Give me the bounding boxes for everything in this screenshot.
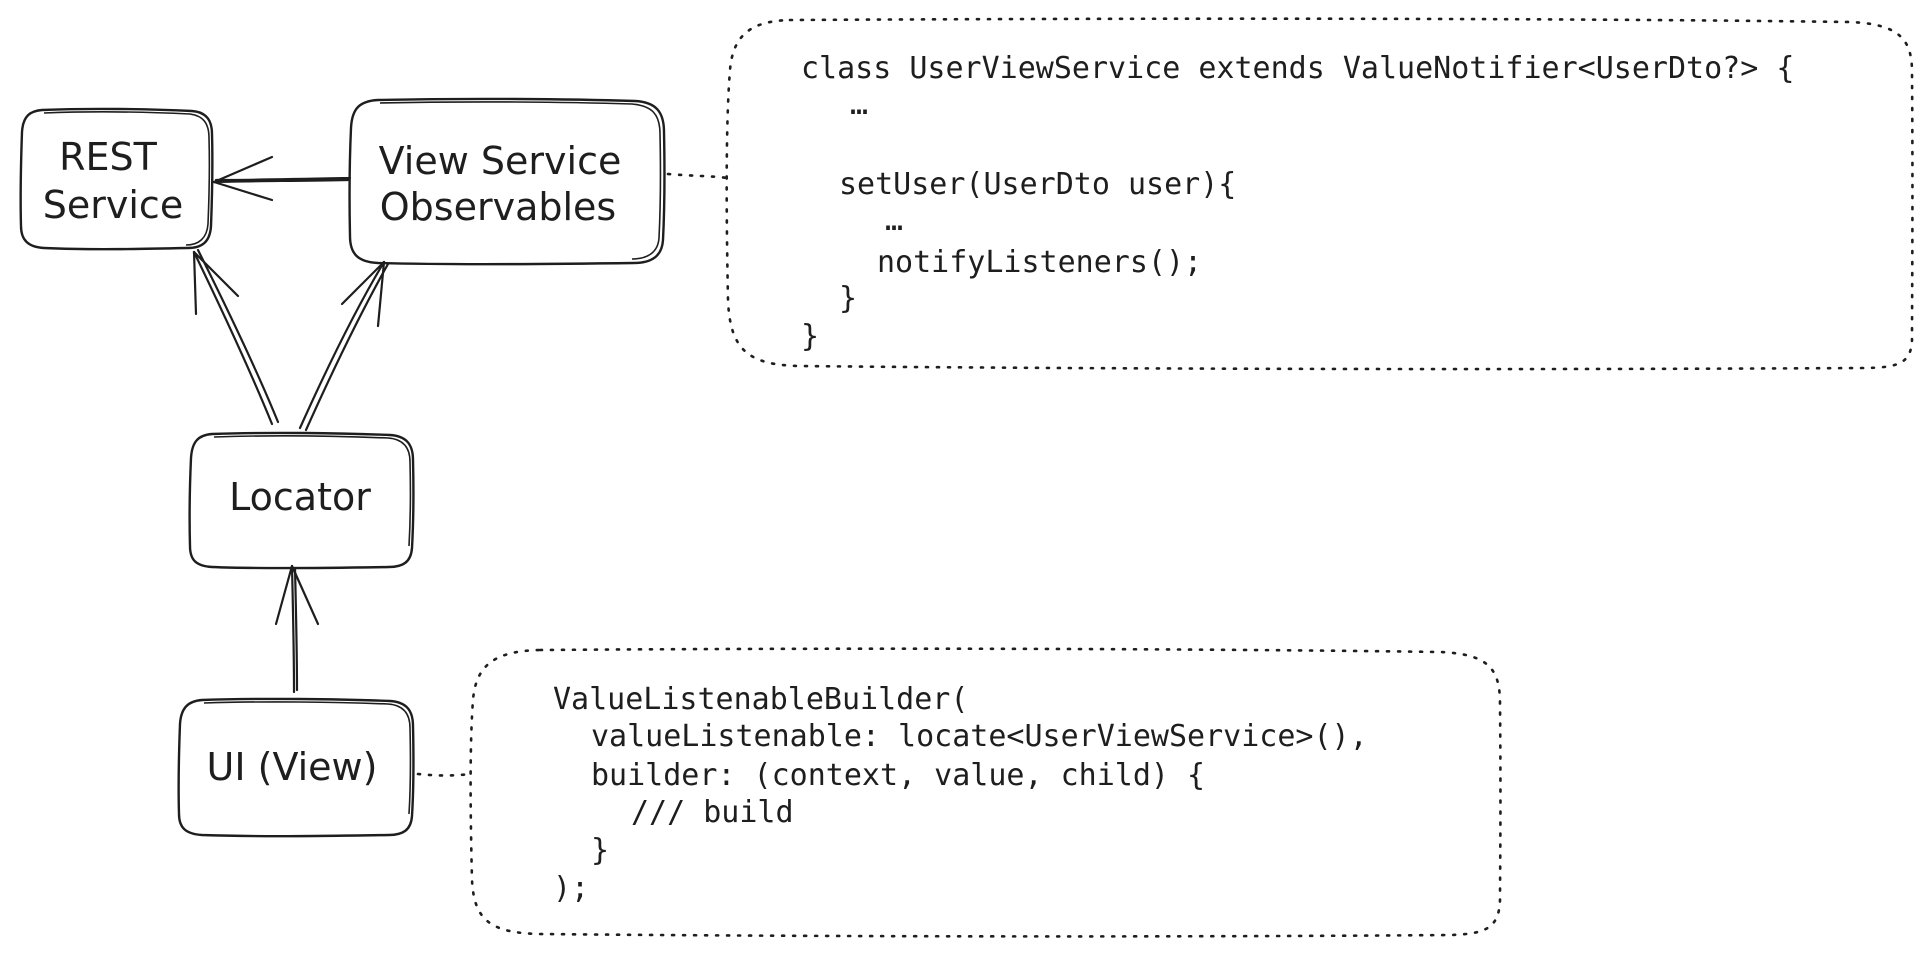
code-top-line-1: class UserViewService extends ValueNotif… bbox=[801, 51, 1794, 86]
code-box-bottom: ValueListenableBuilder( valueListenable:… bbox=[469, 647, 1502, 938]
view-service-label-line2: Observables bbox=[380, 185, 616, 229]
arrow-viewservice-to-rest bbox=[212, 155, 352, 202]
ui-view-node[interactable]: UI (View) bbox=[177, 697, 415, 838]
code-box-top: class UserViewService extends ValueNotif… bbox=[725, 17, 1914, 371]
code-bottom-line-1: ValueListenableBuilder( bbox=[553, 682, 968, 717]
locator-node[interactable]: Locator bbox=[188, 431, 415, 570]
view-service-node[interactable]: View Service Observables bbox=[348, 97, 666, 266]
arrow-locator-to-viewservice bbox=[298, 260, 390, 432]
connector-ui-code bbox=[416, 772, 472, 777]
code-top-line-4: … bbox=[885, 203, 903, 238]
code-bottom-line-5: } bbox=[591, 833, 609, 868]
code-top-line-5: notifyListeners(); bbox=[877, 245, 1202, 280]
connector-viewservice-code bbox=[666, 172, 730, 180]
rest-service-label-line2: Service bbox=[43, 183, 183, 227]
code-top-line-3: setUser(UserDto user){ bbox=[839, 167, 1236, 202]
code-bottom-line-4: /// build bbox=[631, 795, 794, 830]
arrow-ui-to-locator bbox=[274, 564, 320, 694]
view-service-label-line1: View Service bbox=[379, 139, 622, 183]
code-top-line-2: … bbox=[850, 87, 868, 122]
code-bottom-line-3: builder: (context, value, child) { bbox=[591, 758, 1205, 793]
rest-service-node[interactable]: REST Service bbox=[19, 107, 214, 251]
code-top-line-6: } bbox=[839, 281, 857, 316]
ui-view-label: UI (View) bbox=[207, 745, 378, 789]
code-bottom-line-2: valueListenable: locate<UserViewService>… bbox=[591, 719, 1368, 754]
rest-service-label-line1: REST bbox=[59, 135, 158, 179]
locator-label: Locator bbox=[229, 475, 371, 519]
arrow-locator-to-rest bbox=[192, 248, 280, 426]
code-top-line-7: } bbox=[801, 319, 819, 354]
code-bottom-line-6: ); bbox=[553, 871, 589, 906]
